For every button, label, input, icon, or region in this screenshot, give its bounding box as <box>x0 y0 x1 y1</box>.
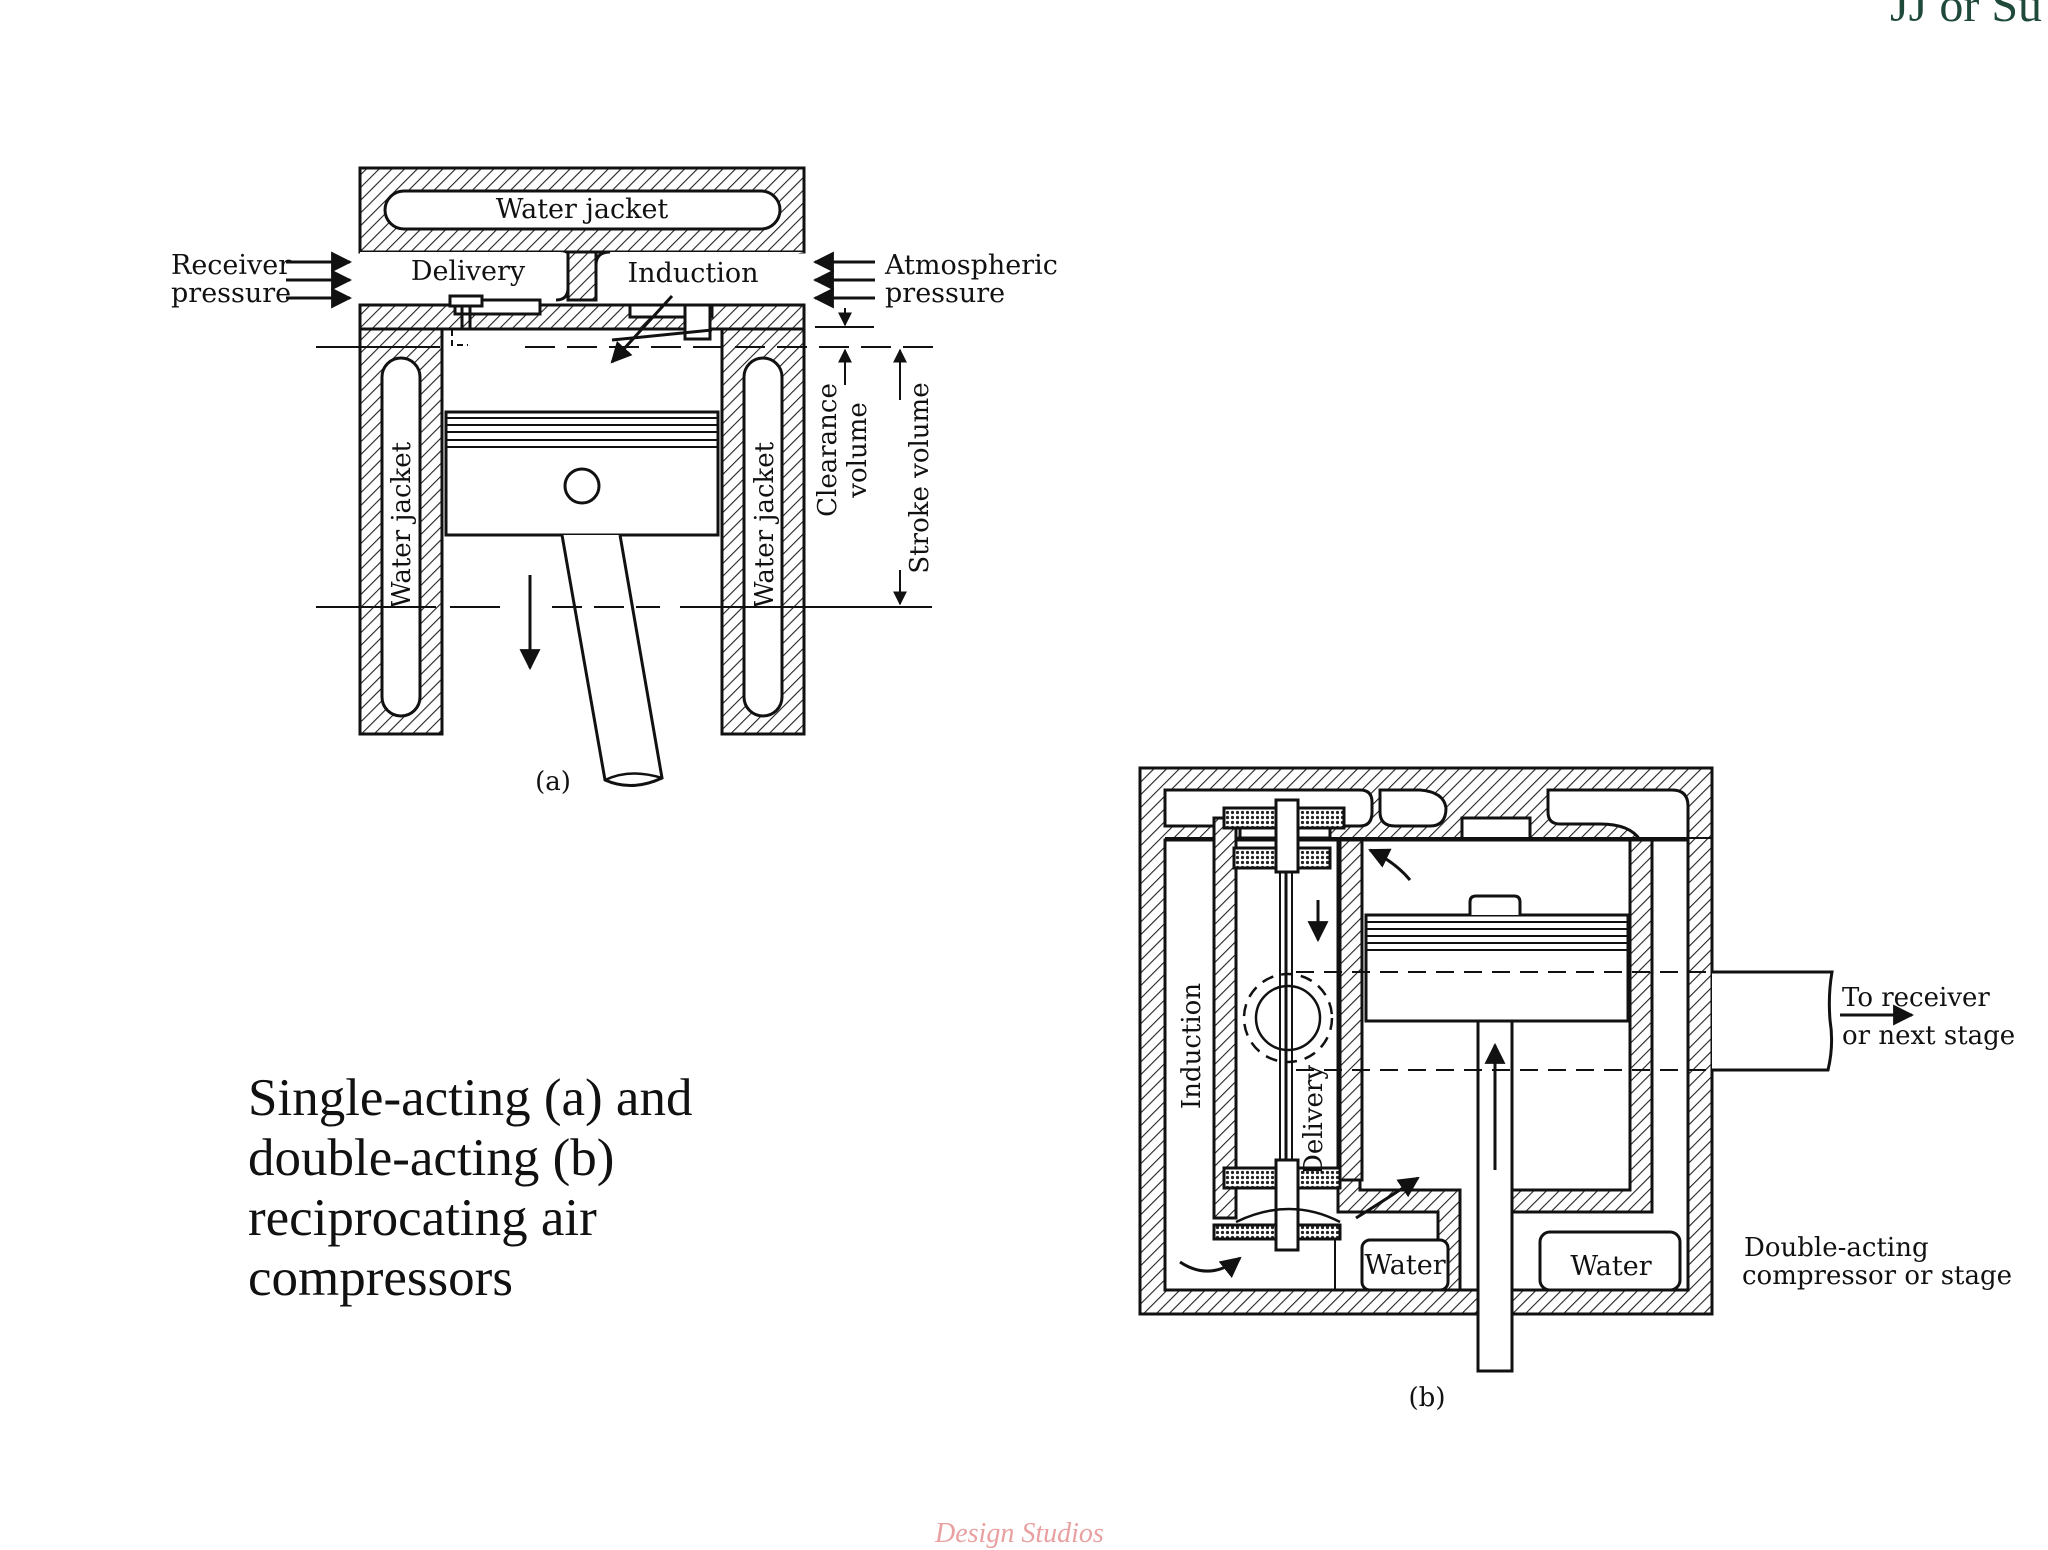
label-atmospheric-pressure-2: pressure <box>885 278 1005 309</box>
piston-nut <box>1468 894 1522 915</box>
label-clearance-volume-1: Clearance <box>813 383 843 517</box>
label-water-jacket-top: Water jacket <box>496 194 669 225</box>
receiver-pressure-arrows <box>286 251 353 309</box>
lower-valve-stack <box>1212 1158 1342 1252</box>
label-to-receiver-1: To receiver <box>1842 983 1990 1013</box>
label-induction-a: Induction <box>628 258 759 289</box>
label-water-jacket-right: Water jacket <box>750 441 780 608</box>
label-receiver-pressure-2: pressure <box>171 278 291 309</box>
water-pocket-left <box>1360 1238 1450 1292</box>
slide-caption: Single-acting (a) and double-acting (b) … <box>248 1068 808 1308</box>
valve-chamber-wall <box>1212 816 1238 1220</box>
label-water-right: Water <box>1570 1251 1651 1282</box>
induction-chamber <box>600 252 804 300</box>
label-receiver-pressure-1: Receiver <box>171 250 291 281</box>
valve-plate <box>358 303 806 331</box>
watermark: Design Studios <box>935 1518 1104 1549</box>
figure-a-caption: (a) <box>535 767 571 797</box>
label-to-receiver-2: or next stage <box>1842 1021 2015 1051</box>
figure-a-single-acting <box>286 166 940 787</box>
label-delivery-a: Delivery <box>411 256 526 287</box>
label-clearance-volume-2: volume <box>843 402 873 498</box>
top-water-jacket-channel <box>383 189 782 231</box>
water-pocket-right <box>1538 1230 1682 1292</box>
upper-valve-stack <box>1222 798 1346 874</box>
piston-b <box>1364 913 1630 1023</box>
label-water-jacket-left: Water jacket <box>387 441 417 608</box>
caption-line: double-acting (b) <box>248 1129 615 1187</box>
chamber-partition <box>566 250 598 302</box>
logo-fragment: JJ or Su <box>1890 0 2043 32</box>
label-induction-b: Induction <box>1177 983 1207 1109</box>
inner-cavity <box>1163 838 1690 1292</box>
atmospheric-pressure-arrows <box>812 251 875 309</box>
caption-line: reciprocating air <box>248 1189 597 1247</box>
caption-line: Single-acting (a) and <box>248 1069 693 1127</box>
label-double-acting-2: compressor or stage <box>1742 1261 2012 1291</box>
figure-b-caption: (b) <box>1409 1383 1446 1413</box>
figure-b-double-acting <box>1138 766 1915 1373</box>
label-double-acting-1: Double-acting <box>1744 1233 1929 1263</box>
right-water-jacket-channel <box>742 356 784 718</box>
left-water-jacket-channel <box>380 356 422 718</box>
delivery-pipe <box>1712 970 1834 1072</box>
gudgeon-pin <box>563 467 601 505</box>
connecting-rod <box>560 534 664 787</box>
crank-circle <box>1242 972 1334 1064</box>
label-stroke-volume: Stroke volume <box>905 382 935 573</box>
caption-line: compressors <box>248 1249 513 1307</box>
label-atmospheric-pressure-1: Atmospheric <box>884 250 1058 281</box>
delivery-chamber <box>360 252 570 300</box>
label-delivery-b: Delivery <box>1299 1065 1329 1175</box>
label-water-left: Water <box>1364 1250 1445 1281</box>
